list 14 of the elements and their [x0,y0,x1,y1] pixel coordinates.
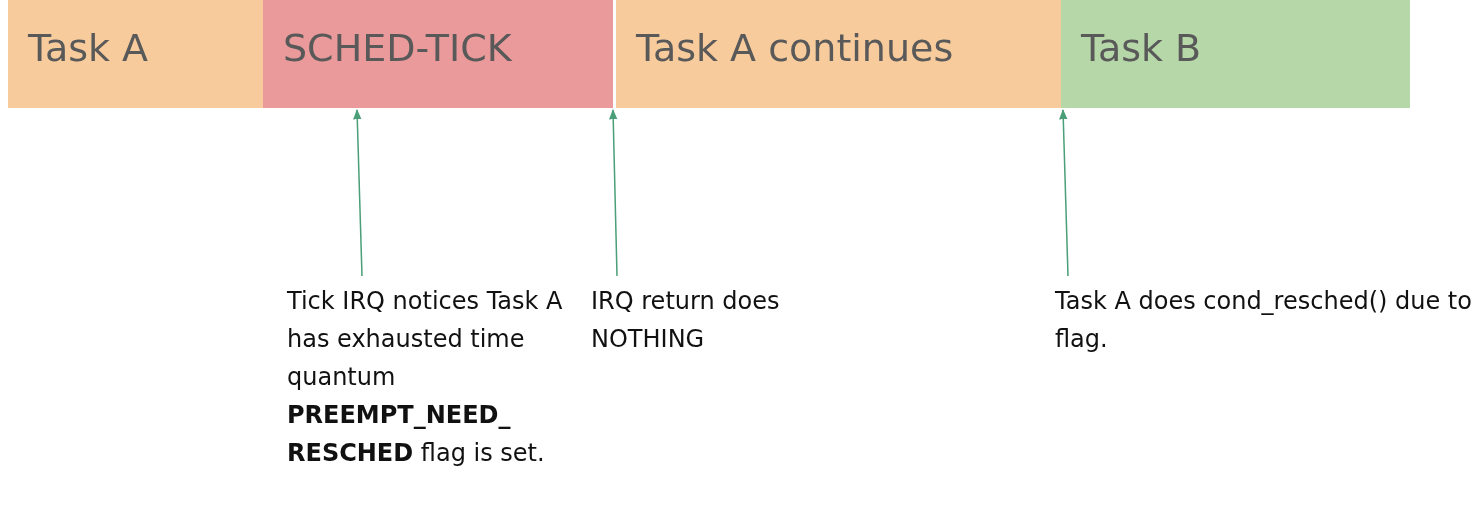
leader-arrow [1059,108,1069,277]
annotation-text: Tick IRQ notices Task A has exhausted time quantum PREEMPT_NEED_ RESCHED flag is set. [287,282,587,472]
timeline-segment [263,0,613,108]
segment-label: Task A [28,26,149,70]
leader-arrow [353,108,363,277]
segment-label: Task B [1081,26,1202,70]
annotation-text: IRQ return does NOTHING [591,282,851,358]
timeline-segment [616,0,1061,108]
timeline-segment [8,0,263,108]
segment-label: Task A continues [636,26,954,70]
timeline-segment [1061,0,1410,108]
leader-arrow [609,108,618,277]
annotation-text: Task A does cond_resched() due to flag. [1055,282,1472,358]
segment-label: SCHED-TICK [283,26,512,70]
